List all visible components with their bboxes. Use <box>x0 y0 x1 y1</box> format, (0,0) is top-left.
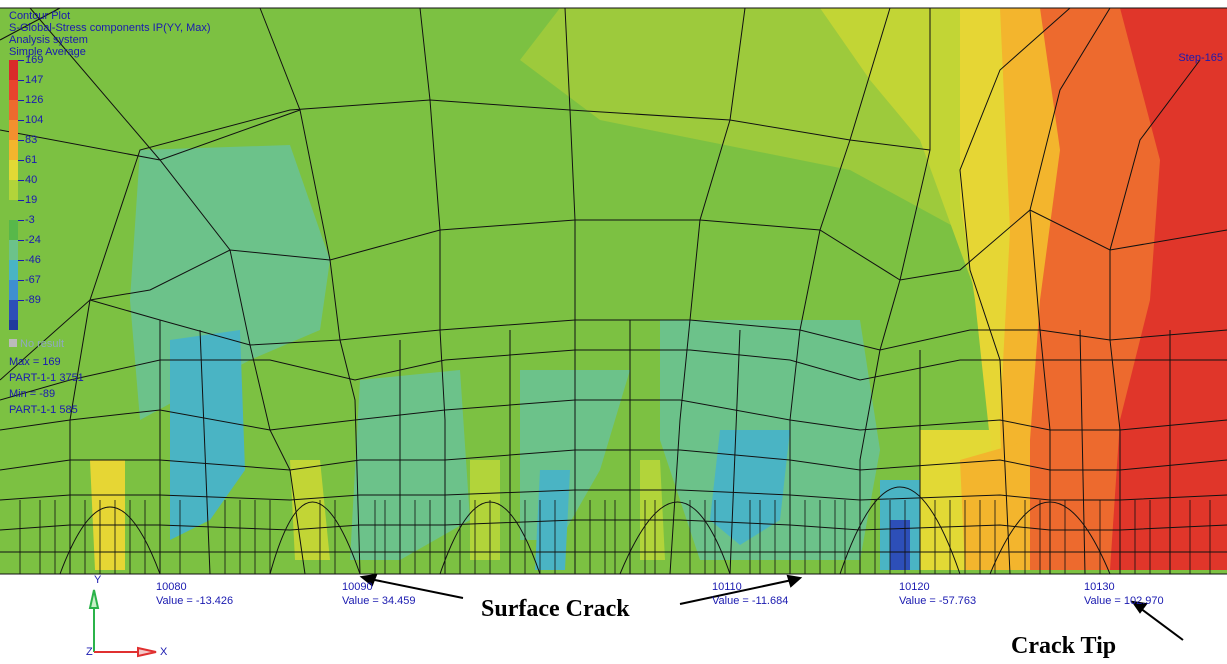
axis-triad <box>88 589 157 658</box>
step-label: Step-165 <box>1178 52 1223 64</box>
legend-swatch-4 <box>9 120 18 140</box>
legend-min-location: PART-1-1 585 <box>9 404 78 416</box>
legend-level-11: -46 <box>18 254 41 266</box>
probe-10130[interactable]: 10130 Value = 102.970 <box>1084 580 1164 608</box>
legend-level-2: 147 <box>18 74 43 86</box>
legend-max-location: PART-1-1 3751 <box>9 372 84 384</box>
legend-swatch-6 <box>9 160 18 180</box>
legend-swatch-3 <box>9 100 18 120</box>
probe-10090[interactable]: 10090 Value = 34.459 <box>342 580 416 608</box>
legend-min-label: Min = -89 <box>9 388 56 400</box>
probe-value: Value = -57.763 <box>899 595 977 607</box>
legend-title-line-2: S-Global-Stress components IP(YY, Max) <box>9 22 211 34</box>
probe-id: 10090 <box>342 581 373 593</box>
probe-10110[interactable]: 10110 Value = -11.684 <box>712 580 788 608</box>
probe-10080[interactable]: 10080 Value = -13.426 <box>156 580 233 608</box>
legend-swatch-11 <box>9 260 18 280</box>
legend-level-12: -67 <box>18 274 41 286</box>
legend-level-13: -89 <box>18 294 41 306</box>
probe-value: Value = -13.426 <box>156 595 234 607</box>
legend-swatch-5 <box>9 140 18 160</box>
legend-swatch-13 <box>9 300 18 320</box>
legend-level-4: 104 <box>18 114 43 126</box>
triad-x-label: X <box>160 646 168 658</box>
triad-z-label: Z <box>86 646 93 658</box>
probe-value: Value = -11.684 <box>712 595 789 607</box>
legend-level-9: -3 <box>18 214 35 226</box>
probe-id: 10110 <box>712 581 742 593</box>
legend-level-10: -24 <box>18 234 41 246</box>
probe-value: Value = 102.970 <box>1084 595 1164 607</box>
legend-swatch-1 <box>9 60 18 80</box>
legend-swatch-9 <box>9 220 18 240</box>
legend-swatch-8 <box>9 200 18 220</box>
legend-max-label: Max = 169 <box>9 356 61 368</box>
legend-swatch-10 <box>9 240 18 260</box>
legend-level-1: 169 <box>18 54 43 66</box>
legend-title-line-1: Contour Plot <box>9 10 71 22</box>
probe-10120[interactable]: 10120 Value = -57.763 <box>899 580 976 608</box>
legend-level-7: 40 <box>18 174 37 186</box>
probe-value: Value = 34.459 <box>342 595 416 607</box>
legend-level-6: 61 <box>18 154 37 166</box>
probe-id: 10120 <box>899 581 930 593</box>
legend-swatch-2 <box>9 80 18 100</box>
no-result-icon <box>9 339 17 347</box>
no-result-label: No result <box>20 338 65 350</box>
legend-no-result: No result <box>9 338 64 350</box>
legend-swatch-12 <box>9 280 18 300</box>
probe-id: 10130 <box>1084 581 1115 593</box>
legend-swatch-14 <box>9 320 18 330</box>
probe-id: 10080 <box>156 581 187 593</box>
legend-swatch-7 <box>9 180 18 200</box>
legend-level-3: 126 <box>18 94 43 106</box>
legend-title-line-3: Analysis system <box>9 34 88 46</box>
crack-tip-callout: Crack Tip <box>1011 633 1117 659</box>
legend-level-5: 83 <box>18 134 37 146</box>
triad-y-label: Y <box>94 574 102 586</box>
surface-crack-callout: Surface Crack <box>481 596 630 622</box>
legend-level-8: 19 <box>18 194 37 206</box>
